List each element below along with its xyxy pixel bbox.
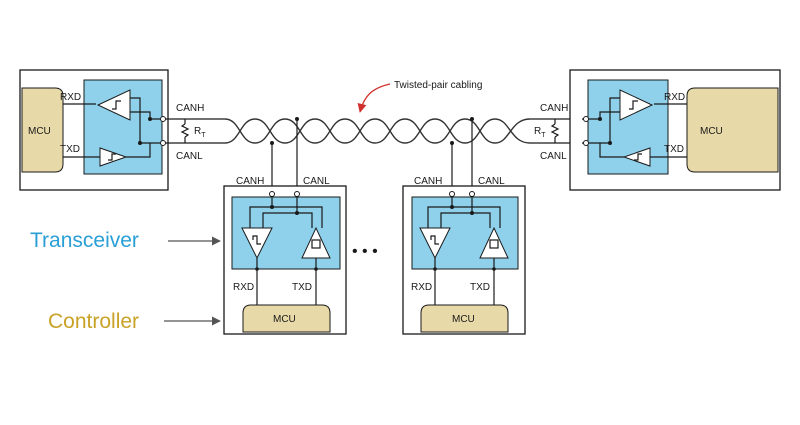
mid2-mcu xyxy=(420,304,509,333)
right-mcu-label: MCU xyxy=(700,126,723,137)
left-rt-label: RT xyxy=(194,126,206,139)
middle-node-1: CANH CANL RXD TXD MCU xyxy=(223,117,347,335)
mid2-canh-label: CANH xyxy=(414,176,442,187)
mid2-txd-label: TXD xyxy=(470,282,490,293)
mid1-rxd-label: RXD xyxy=(233,282,254,293)
twisted-pair-arrow xyxy=(357,83,391,113)
twisted-wire-a xyxy=(224,118,531,144)
right-rxd-label: RXD xyxy=(664,92,685,103)
more-nodes-ellipsis: • • • xyxy=(352,243,378,260)
right-txd-label: TXD xyxy=(664,144,684,155)
right-node: MCU RXD TXD CANH CANL RT xyxy=(534,69,781,191)
mid1-canl-label: CANL xyxy=(303,176,330,187)
left-canh-label: CANH xyxy=(176,103,204,114)
middle-node-2: CANH CANL RXD TXD MCU xyxy=(402,117,526,335)
twisted-pair-cable xyxy=(168,118,580,144)
right-rt-label: RT xyxy=(534,126,546,139)
left-mcu-label: MCU xyxy=(28,126,51,137)
twisted-pair-label: Twisted-pair cabling xyxy=(394,80,482,91)
mid1-mcu xyxy=(242,304,331,333)
right-mcu xyxy=(686,87,779,173)
right-driver-icon xyxy=(622,147,651,167)
transceiver-annotation: Transceiver xyxy=(30,229,139,252)
mid2-rxd-label: RXD xyxy=(411,282,432,293)
controller-annotation: Controller xyxy=(48,310,139,333)
left-mcu xyxy=(21,87,64,173)
left-receiver-icon xyxy=(96,89,131,121)
mid2-canl-label: CANL xyxy=(478,176,505,187)
mid1-mcu-label: MCU xyxy=(273,314,296,325)
left-driver-icon xyxy=(99,147,128,167)
left-rxd-label: RXD xyxy=(60,92,81,103)
right-receiver-icon xyxy=(619,89,654,121)
twisted-wire-b xyxy=(224,118,531,144)
left-txd-label: TXD xyxy=(60,144,80,155)
mid1-canh-label: CANH xyxy=(236,176,264,187)
right-canh-label: CANH xyxy=(540,103,568,114)
mid1-txd-label: TXD xyxy=(292,282,312,293)
mid2-mcu-label: MCU xyxy=(452,314,475,325)
left-node: MCU RXD TXD CANH CANL RT xyxy=(19,69,206,191)
left-canl-label: CANL xyxy=(176,151,203,162)
right-canl-label: CANL xyxy=(540,151,567,162)
